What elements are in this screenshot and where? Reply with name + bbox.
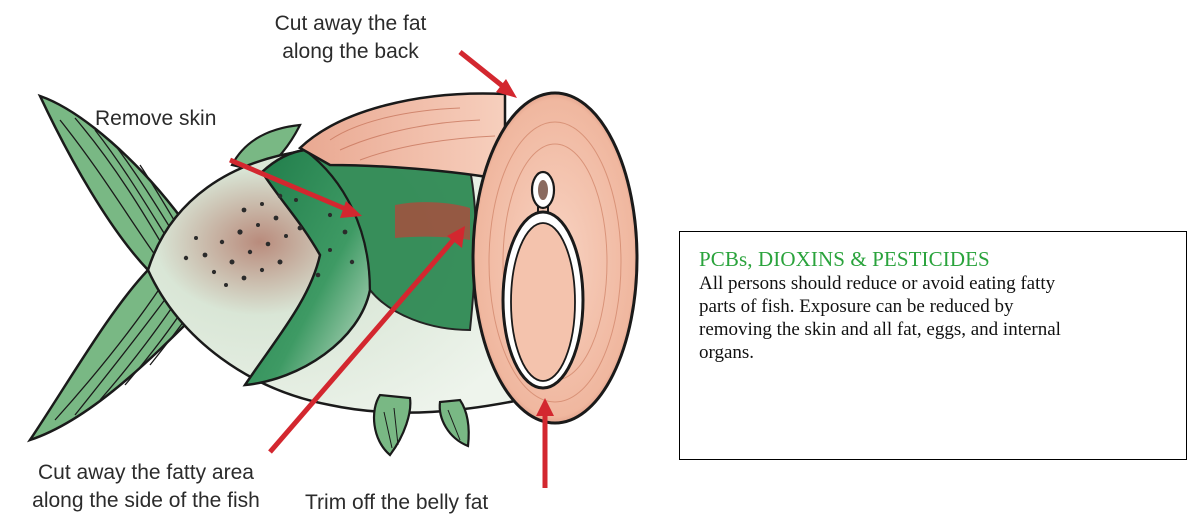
callout-remove-skin: Remove skin [95, 105, 295, 133]
cross-section [473, 93, 637, 423]
callout-cut-back: Cut away the fat along the back [218, 10, 483, 66]
fish-illustration-icon [0, 0, 640, 524]
callout-cut-back-line2: along the back [282, 40, 419, 63]
fish-cleaning-illustration: Cut away the fat along the back Remove s… [0, 0, 640, 524]
callout-cut-back-line1: Cut away the fat [275, 12, 427, 35]
advisory-title: PCBs, DIOXINS & PESTICIDES [699, 246, 1171, 272]
callout-cut-side-line1: Cut away the fatty area [38, 461, 254, 484]
callout-cut-side-line2: along the side of the fish [32, 489, 260, 512]
callout-trim-belly: Trim off the belly fat [305, 489, 560, 517]
callout-cut-side: Cut away the fatty area along the side o… [0, 459, 292, 515]
advisory-box: PCBs, DIOXINS & PESTICIDES All persons s… [679, 231, 1187, 460]
advisory-body: All persons should reduce or avoid eatin… [699, 272, 1079, 364]
